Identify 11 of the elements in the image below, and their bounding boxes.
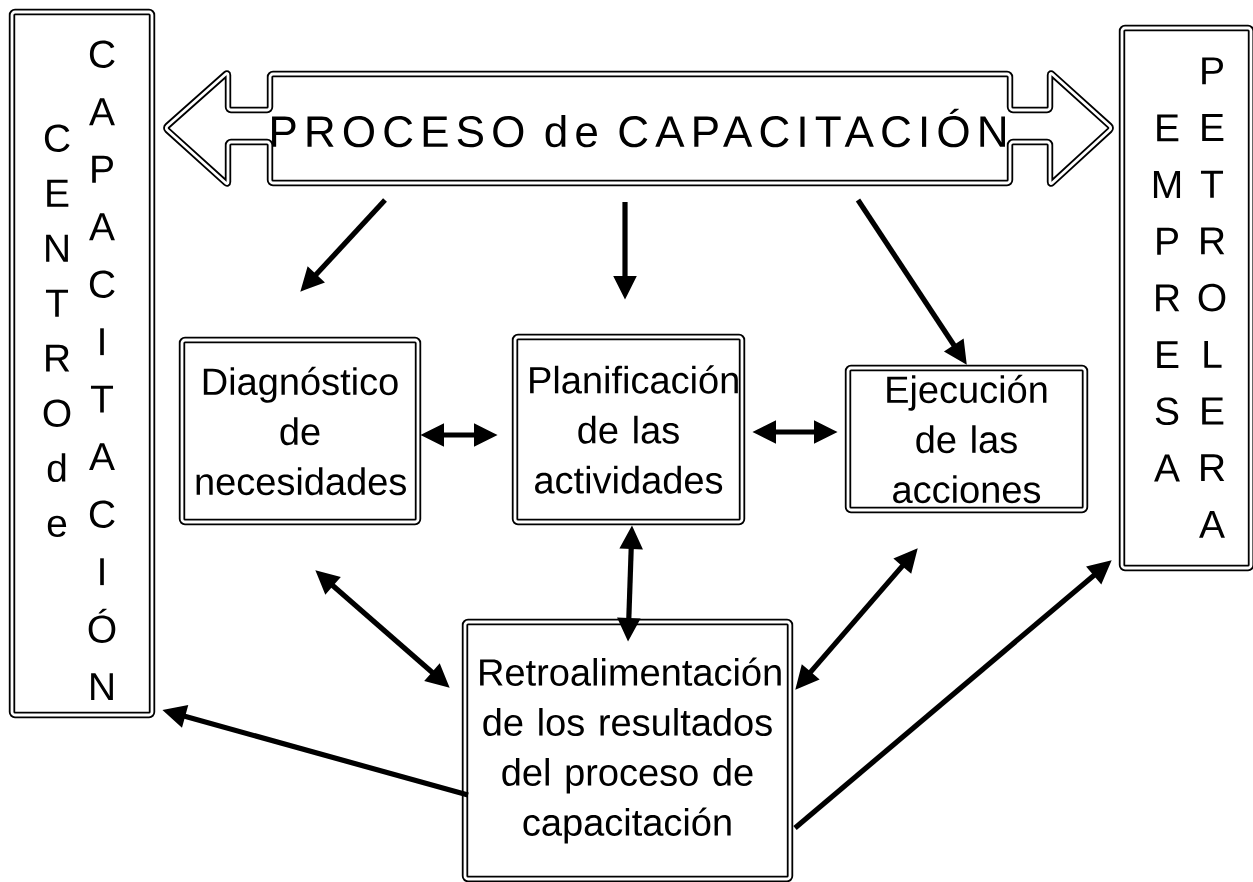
- vertical-text: EMPRESA: [1153, 114, 1181, 482]
- process-box: Planificación de las actividades: [511, 333, 746, 526]
- double-arrow-banner: PROCESO de CAPACITACIÓN: [163, 70, 1114, 187]
- tall-box: [8, 8, 156, 719]
- tall-box: [1118, 24, 1253, 572]
- vertical-text: CAPACITACIÓN: [88, 40, 116, 701]
- process-box: Retroalimentación de los resultados del proceso de capacitación: [461, 618, 794, 882]
- vertical-text: CENTRO de: [43, 124, 71, 537]
- process-box: Ejecución de las acciones: [844, 364, 1089, 514]
- process-box: Diagnóstico de necesidades: [178, 336, 422, 526]
- vertical-text: PETROLERA: [1198, 57, 1226, 538]
